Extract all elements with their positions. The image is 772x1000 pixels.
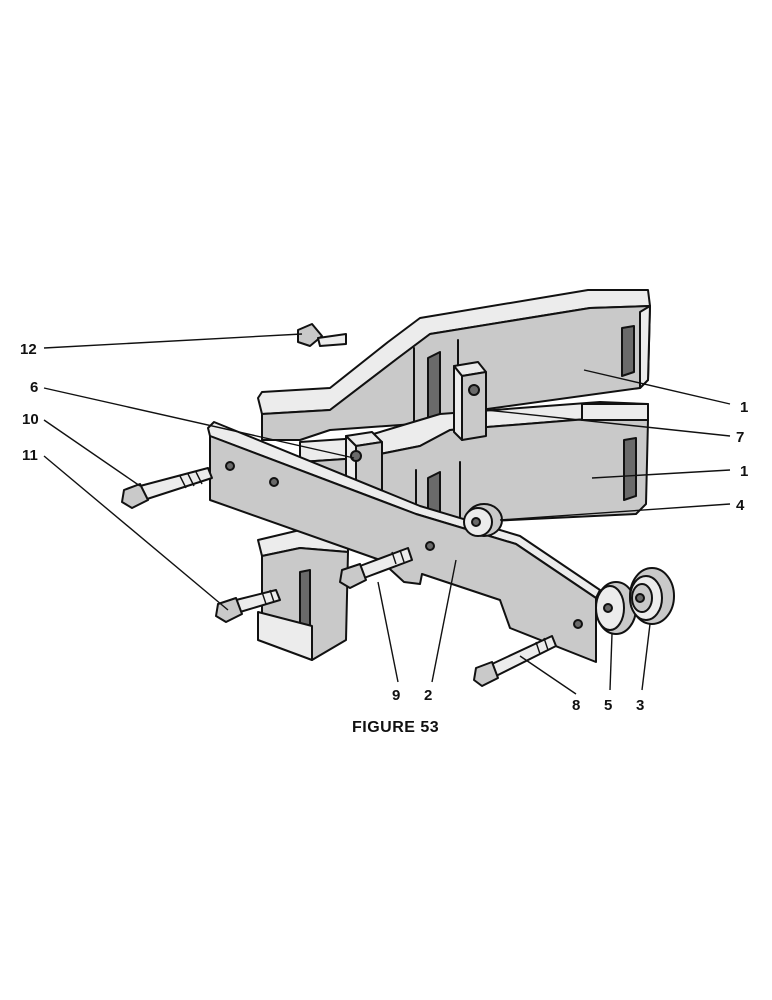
- spacer-block-7: [453, 361, 487, 441]
- callout-2: 2: [424, 687, 432, 704]
- callout-6: 6: [30, 379, 38, 396]
- bolt-10: [121, 467, 213, 509]
- bolt-11: [215, 589, 281, 623]
- callout-3: 3: [636, 697, 644, 714]
- callout-7: 7: [736, 429, 744, 446]
- bottom-weight: [257, 529, 349, 661]
- callout-12: 12: [20, 341, 37, 358]
- washer-4: [463, 503, 503, 537]
- callout-4: 4: [736, 497, 745, 514]
- callout-9: 9: [392, 687, 400, 704]
- bolt-12: [297, 323, 347, 347]
- callout-1-lower: 1: [740, 463, 748, 480]
- figure-caption: FIGURE 53: [352, 719, 439, 736]
- washer-5: [595, 581, 637, 635]
- pulley-3: [629, 567, 675, 625]
- bolt-8: [473, 635, 557, 687]
- callout-11: 11: [22, 447, 38, 464]
- bolt-9: [339, 547, 413, 589]
- callout-1-upper: 1: [740, 399, 748, 416]
- callout-5: 5: [604, 697, 612, 714]
- callout-labels: 12 6 10 11 1 7 1 4 9 2 8 5 3: [20, 341, 748, 714]
- leader-lines: [43, 333, 731, 695]
- callout-8: 8: [572, 697, 580, 714]
- callout-10: 10: [22, 411, 39, 428]
